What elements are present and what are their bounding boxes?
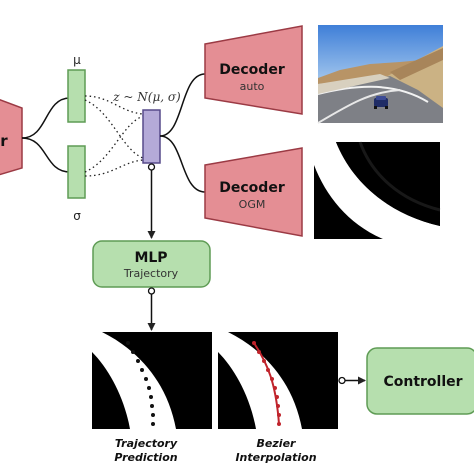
decoder-ogm-title: Decoder [219, 180, 285, 196]
decoder-auto-subtitle: auto [240, 80, 265, 93]
connector-encoder-sigma [21, 137, 71, 173]
trajectory-points [126, 341, 155, 426]
mlp-title: MLP [134, 250, 167, 266]
connector-z-decoder-ogm [159, 135, 206, 193]
caption-trajectory-line2: Prediction [114, 451, 177, 464]
connector-z-decoder-auto [159, 73, 206, 137]
mlp-subtitle: Trajectory [123, 267, 179, 280]
dotted-line-sigma-z-bottom [84, 159, 144, 177]
caption-bezier-line2: Interpolation [235, 451, 316, 464]
controller-title: Controller [383, 374, 462, 390]
ogm-map-image [314, 141, 441, 239]
caption-trajectory-line1: Trajectory [115, 437, 178, 450]
mu-label: μ [73, 53, 81, 67]
z-output-port [147, 163, 156, 171]
latent-distribution-label: z ~ N(μ, σ) [112, 90, 181, 104]
controller-block: Controller [366, 347, 474, 415]
dotted-line-mu-z-top [84, 95, 144, 115]
connector-encoder-mu [21, 97, 71, 139]
decoder-ogm-subtitle: OGM [239, 198, 266, 211]
dotted-line-sigma-z-top [84, 115, 144, 173]
encoder-label: r [0, 132, 8, 150]
trajectory-prediction-image [92, 332, 212, 429]
decoder-ogm-block: Decoder OGM [204, 147, 303, 237]
decoder-auto-block: Decoder auto [204, 25, 303, 115]
driving-scene-image [317, 25, 443, 124]
mlp-trajectory-block: MLP Trajectory [92, 240, 211, 288]
bezier-interpolation-image [218, 332, 338, 429]
z-bar [142, 109, 161, 164]
caption-bezier-line1: Bezier [257, 437, 296, 450]
bezier-points [252, 341, 281, 426]
encoder-block: r [0, 99, 23, 176]
mlp-output-port [147, 287, 156, 295]
bezier-curve [253, 342, 280, 425]
sigma-bar [67, 145, 86, 199]
bezier-output-port [338, 376, 346, 385]
mu-bar [67, 69, 86, 123]
dotted-line-mu-z-bottom [84, 99, 144, 159]
sigma-label: σ [73, 209, 81, 223]
decoder-auto-title: Decoder [219, 62, 285, 78]
